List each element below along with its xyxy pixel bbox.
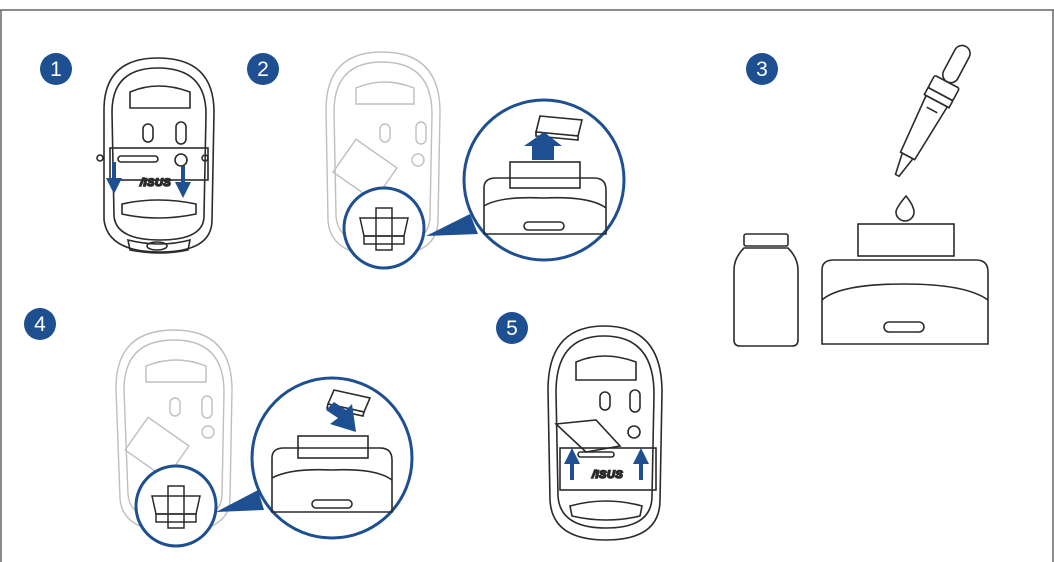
step-badge: 3 [746,53,778,85]
dropper-icon [894,44,971,178]
drop-icon [895,194,915,222]
step-number: 2 [257,58,269,81]
step-number: 3 [756,58,768,81]
step-5: 5 /ISUS [496,312,663,541]
arrow-down-icon [326,402,356,432]
receiver-slot [271,435,393,513]
zoom-detail-circle [462,98,626,262]
receiver-slot-detail [359,207,409,251]
page-frame [0,9,1054,562]
logo-text: /ISUS [139,177,171,189]
receiver-slot [483,161,607,235]
logo-text: /ISUS [591,469,623,481]
receiver-slot [821,223,989,345]
step-badge: 2 [247,53,279,85]
step-3: 3 [733,44,989,347]
step-4: 4 [24,308,414,548]
mouse-bottom: /ISUS [547,325,663,541]
step-number: 5 [506,317,518,340]
mouse-bottom: /ISUS [96,57,215,254]
zoom-connector [216,490,264,512]
receiver-slot-detail [151,485,201,529]
arrow-up-icon [524,132,562,160]
step-badge: 1 [40,53,72,85]
zoom-source-circle [134,464,218,548]
step-number: 1 [50,58,62,81]
zoom-source-circle [342,186,426,270]
step-number: 4 [34,313,46,336]
step-1: 1 /ISUS [40,53,215,254]
zoom-connector [426,214,478,236]
step-2: 2 [247,51,626,270]
bottle-icon [733,233,799,347]
step-badge: 4 [24,308,56,340]
step-badge: 5 [496,312,528,344]
